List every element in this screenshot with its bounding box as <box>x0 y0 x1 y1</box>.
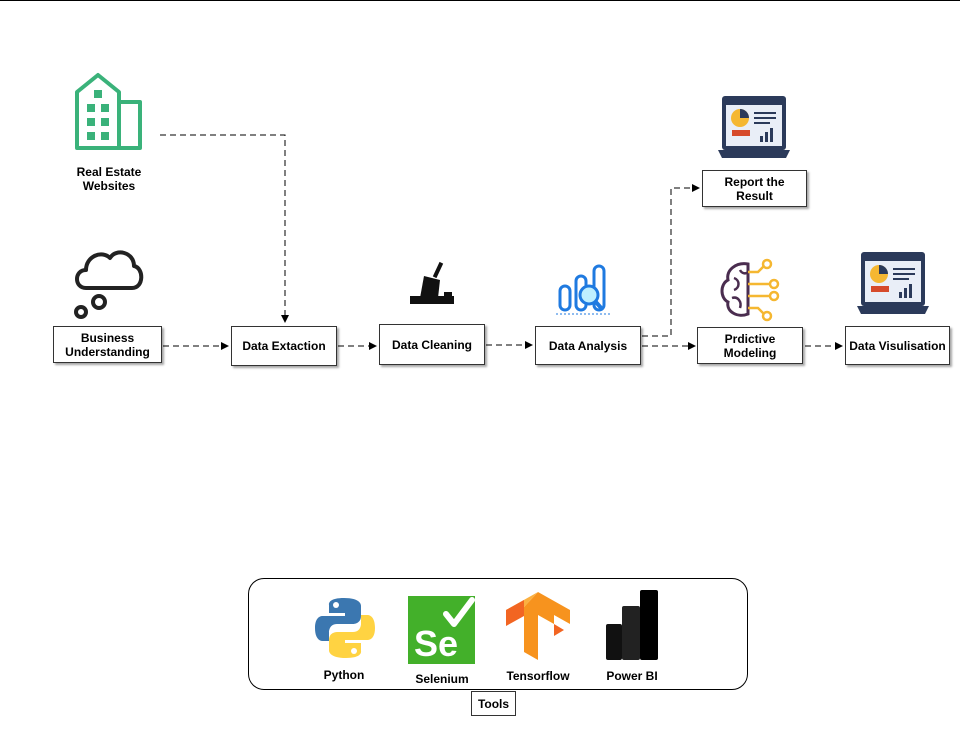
tool-label-python: Python <box>323 668 365 682</box>
tools-panel <box>248 578 748 690</box>
tool-label-selenium: Selenium <box>415 672 469 686</box>
predictive-modeling-node[interactable]: Prdictive Modeling <box>697 327 803 364</box>
brain-network-icon <box>720 258 780 322</box>
svg-text:Se: Se <box>414 623 458 664</box>
cloud-thought-icon <box>74 250 144 319</box>
data-extraction-node[interactable]: Data Extaction <box>231 326 337 366</box>
tool-label-tensorflow: Tensorflow <box>506 669 570 683</box>
tools-caption: Tools <box>471 691 516 716</box>
selenium-logo-icon: Se <box>408 596 475 664</box>
top-border <box>0 0 960 1</box>
arrow-websites-to-extraction <box>160 134 289 323</box>
tool-label-powerbi: Power BI <box>606 669 658 683</box>
data-analysis-node[interactable]: Data Analysis <box>535 326 641 365</box>
business-understanding-node[interactable]: Business Understanding <box>53 326 162 363</box>
tensorflow-logo-icon <box>506 592 570 660</box>
laptop-dashboard-icon <box>857 252 929 314</box>
real-estate-websites-label: Real Estate Websites <box>76 165 142 193</box>
broom-icon <box>410 261 454 304</box>
python-logo-icon <box>315 598 375 658</box>
report-result-node[interactable]: Report the Result <box>702 170 807 207</box>
laptop-report-icon <box>718 96 790 158</box>
arrow-analysis-to-report <box>642 184 700 337</box>
data-cleaning-node[interactable]: Data Cleaning <box>379 324 485 365</box>
powerbi-logo-icon <box>606 590 658 660</box>
analysis-chart-icon <box>556 264 610 315</box>
data-visualisation-node[interactable]: Data Visulisation <box>845 326 950 365</box>
building-icon <box>75 73 142 150</box>
